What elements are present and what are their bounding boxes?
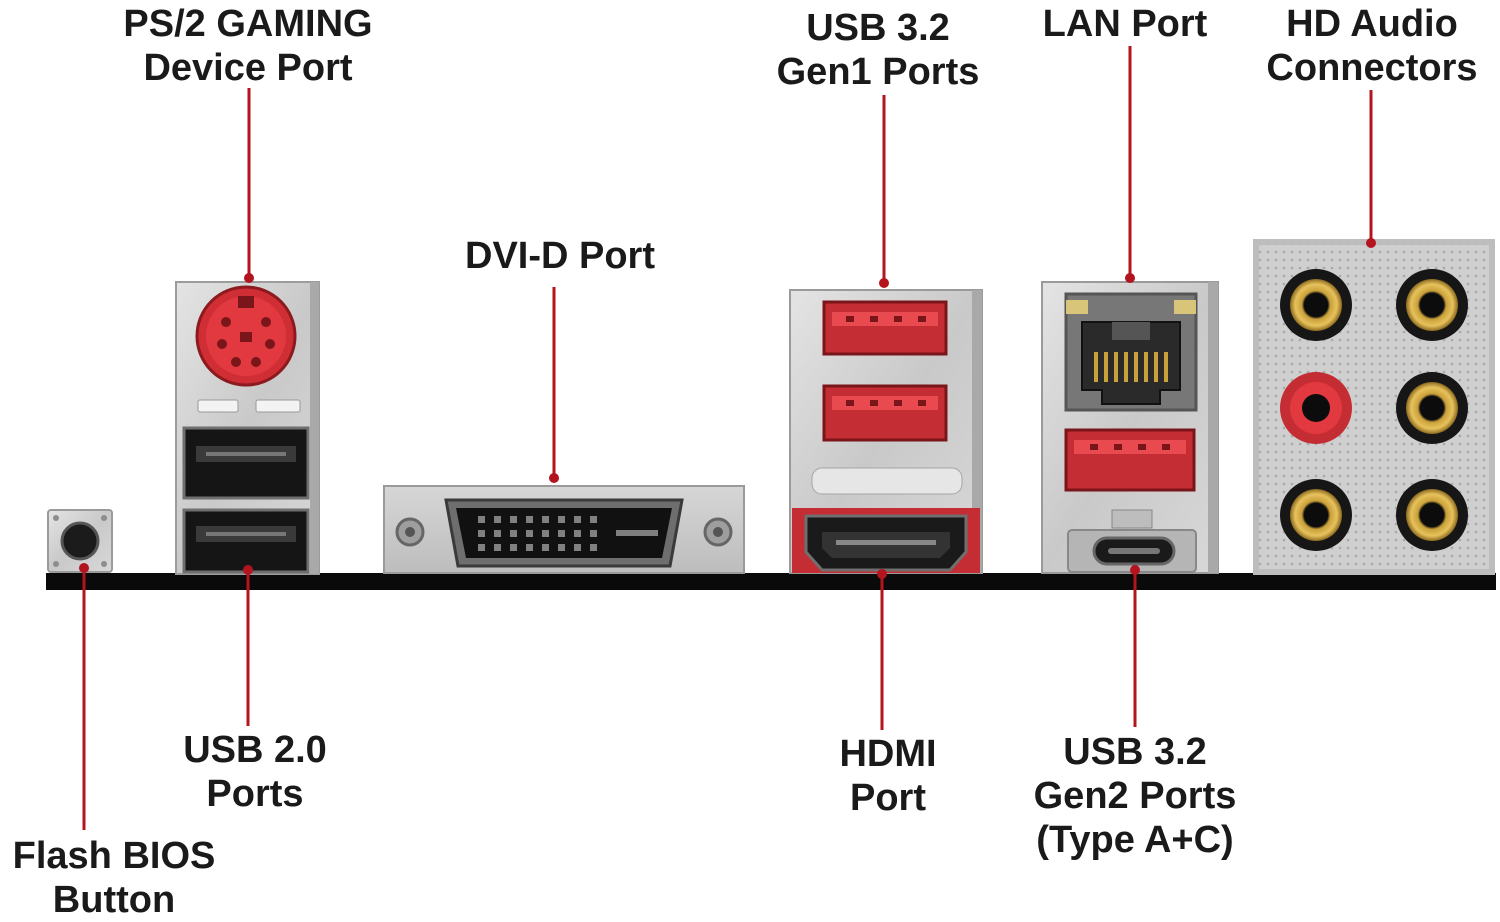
dvi-d-port[interactable] bbox=[383, 485, 745, 574]
usb32-gen2-type-c-port[interactable] bbox=[1067, 529, 1197, 573]
usb32-gen1-port-top[interactable] bbox=[822, 300, 948, 356]
leader-ps2 bbox=[244, 88, 254, 283]
label-line: USB 2.0 bbox=[183, 729, 327, 771]
leader-usb32-gen2 bbox=[1130, 565, 1140, 727]
leader-usb32-gen1 bbox=[879, 95, 889, 288]
label-line: HD Audio bbox=[1286, 3, 1458, 45]
flash-bios-button[interactable] bbox=[47, 509, 113, 573]
label-line: Gen2 Ports bbox=[1033, 775, 1237, 817]
label-lan-port: LAN Port bbox=[1020, 2, 1230, 46]
leader-lan bbox=[1125, 46, 1135, 283]
label-line: Gen1 Ports bbox=[776, 51, 980, 93]
lan-usb32-gen2-stack bbox=[1041, 281, 1219, 574]
label-hdmi-port: HDMI Port bbox=[808, 732, 968, 820]
label-ps2-gaming-port: PS/2 GAMING Device Port bbox=[98, 2, 398, 90]
label-hd-audio-connectors: HD Audio Connectors bbox=[1248, 2, 1496, 90]
lan-port[interactable] bbox=[1064, 292, 1198, 412]
label-line: USB 3.2 bbox=[806, 7, 950, 49]
label-line: Port bbox=[850, 777, 926, 819]
leader-dvi bbox=[549, 287, 559, 483]
label-line: Button bbox=[52, 879, 176, 921]
label-usb20-ports: USB 2.0 Ports bbox=[150, 728, 360, 816]
label-flash-bios-button: Flash BIOS Button bbox=[0, 834, 228, 922]
ps2-usb20-stack bbox=[175, 281, 320, 575]
audio-jack-top-right[interactable] bbox=[1396, 269, 1468, 341]
hd-audio-panel bbox=[1253, 239, 1495, 575]
label-line: LAN Port bbox=[1042, 3, 1208, 45]
audio-jack-middle-right[interactable] bbox=[1396, 372, 1468, 444]
label-line: PS/2 GAMING bbox=[123, 3, 373, 45]
label-line: USB 3.2 bbox=[1063, 731, 1207, 773]
label-line: Flash BIOS bbox=[12, 835, 216, 877]
usb32-gen2-type-a-port[interactable] bbox=[1064, 428, 1196, 492]
usb32-gen1-hdmi-stack bbox=[789, 289, 983, 574]
usb20-port-bottom[interactable] bbox=[182, 508, 310, 574]
usb20-port-top[interactable] bbox=[182, 426, 310, 500]
label-dvi-d-port: DVI-D Port bbox=[430, 234, 690, 278]
label-usb32-gen1-ports: USB 3.2 Gen1 Ports bbox=[748, 6, 1008, 94]
audio-jack-top-left[interactable] bbox=[1280, 269, 1352, 341]
label-line: Device Port bbox=[143, 47, 353, 89]
label-line: Connectors bbox=[1266, 47, 1478, 89]
leader-usb20 bbox=[243, 565, 253, 726]
leader-flash-bios bbox=[79, 563, 89, 830]
board-strip bbox=[46, 573, 1496, 590]
label-line: HDMI bbox=[839, 733, 937, 775]
audio-jack-middle-left-red[interactable] bbox=[1280, 372, 1352, 444]
label-line: DVI-D Port bbox=[465, 235, 655, 277]
label-line: (Type A+C) bbox=[1036, 819, 1234, 861]
leader-hd-audio bbox=[1366, 90, 1376, 248]
usb32-gen1-port-bottom[interactable] bbox=[822, 384, 948, 442]
audio-jack-bottom-left[interactable] bbox=[1280, 479, 1352, 551]
leader-hdmi bbox=[877, 569, 887, 730]
label-line: Ports bbox=[206, 773, 304, 815]
label-usb32-gen2-ports: USB 3.2 Gen2 Ports (Type A+C) bbox=[1010, 730, 1260, 862]
audio-jack-bottom-right[interactable] bbox=[1396, 479, 1468, 551]
hdmi-port[interactable] bbox=[804, 514, 968, 572]
ps2-port[interactable] bbox=[195, 285, 297, 387]
